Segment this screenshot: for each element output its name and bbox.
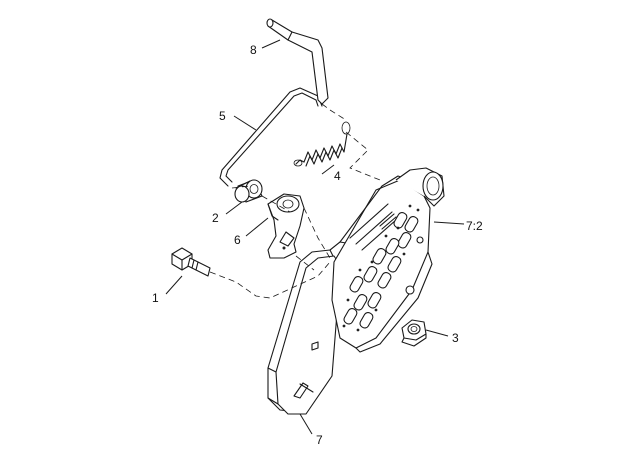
spring-part-4 (293, 121, 351, 167)
callout-8: 8 (250, 43, 257, 57)
callout-7-2: 7:2 (466, 219, 483, 233)
callout-5: 5 (219, 109, 226, 123)
callout-3: 3 (452, 331, 459, 345)
bushing-part-2 (234, 179, 263, 203)
adjustment-plate-part-7-2 (329, 167, 445, 353)
bracket-part-7 (267, 241, 353, 415)
rod-part-5 (219, 87, 323, 187)
callout-4: 4 (334, 169, 341, 183)
callout-6: 6 (234, 233, 241, 247)
leader-lines (165, 39, 465, 435)
nut-part-3 (401, 319, 427, 347)
callout-labels: 8 5 4 2 6 1 7:2 3 7 (152, 43, 483, 447)
callout-7: 7 (316, 433, 323, 447)
bolt-part-1 (171, 247, 211, 277)
lever-part-6 (267, 193, 305, 259)
callout-2: 2 (212, 211, 219, 225)
assembly-lines (209, 103, 381, 299)
callout-1: 1 (152, 291, 159, 305)
adjustment-holes (342, 204, 420, 332)
pin-part-8 (266, 18, 329, 105)
